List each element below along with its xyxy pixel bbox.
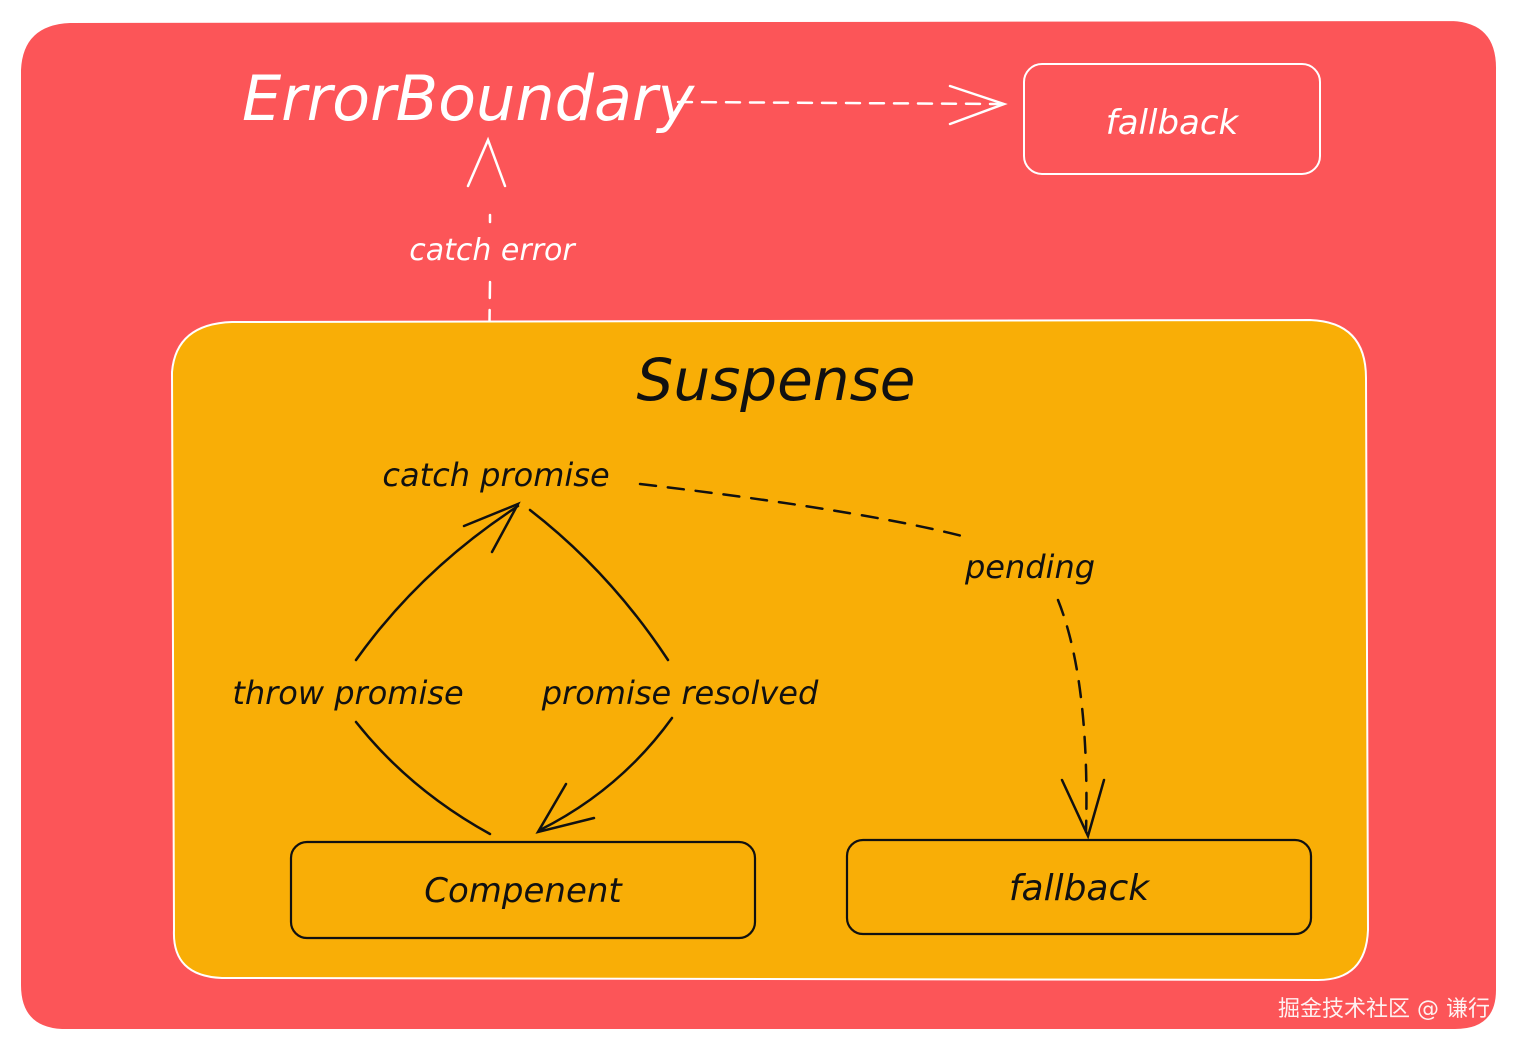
error-boundary-fallback-label: fallback [1106, 103, 1240, 143]
error-boundary-fallback-box [1023, 63, 1321, 175]
catch-error-arrow [466, 136, 507, 442]
promise-resolved-label: promise resolved [541, 674, 819, 712]
pending-arrow [638, 482, 1106, 840]
suspense-region [170, 318, 1370, 982]
component-box [289, 840, 757, 940]
suspense-fallback-label: fallback [1009, 868, 1151, 909]
boundary-to-fallback-arrow [676, 84, 1008, 126]
suspense-fallback-box [845, 838, 1313, 936]
watermark-text: 掘金技术社区 @ 谦行 [1278, 997, 1490, 1022]
catch-error-label: catch error [409, 233, 576, 268]
throw-promise-label: throw promise [232, 674, 463, 712]
suspense-title: Suspense [637, 346, 916, 414]
promise-resolved-arrow [528, 508, 674, 834]
error-boundary-title: ErrorBoundary [242, 62, 695, 135]
component-label: Compenent [424, 871, 623, 911]
catch-promise-label: catch promise [382, 456, 609, 494]
throw-promise-arrow [354, 501, 521, 836]
pending-label: pending [964, 548, 1095, 586]
